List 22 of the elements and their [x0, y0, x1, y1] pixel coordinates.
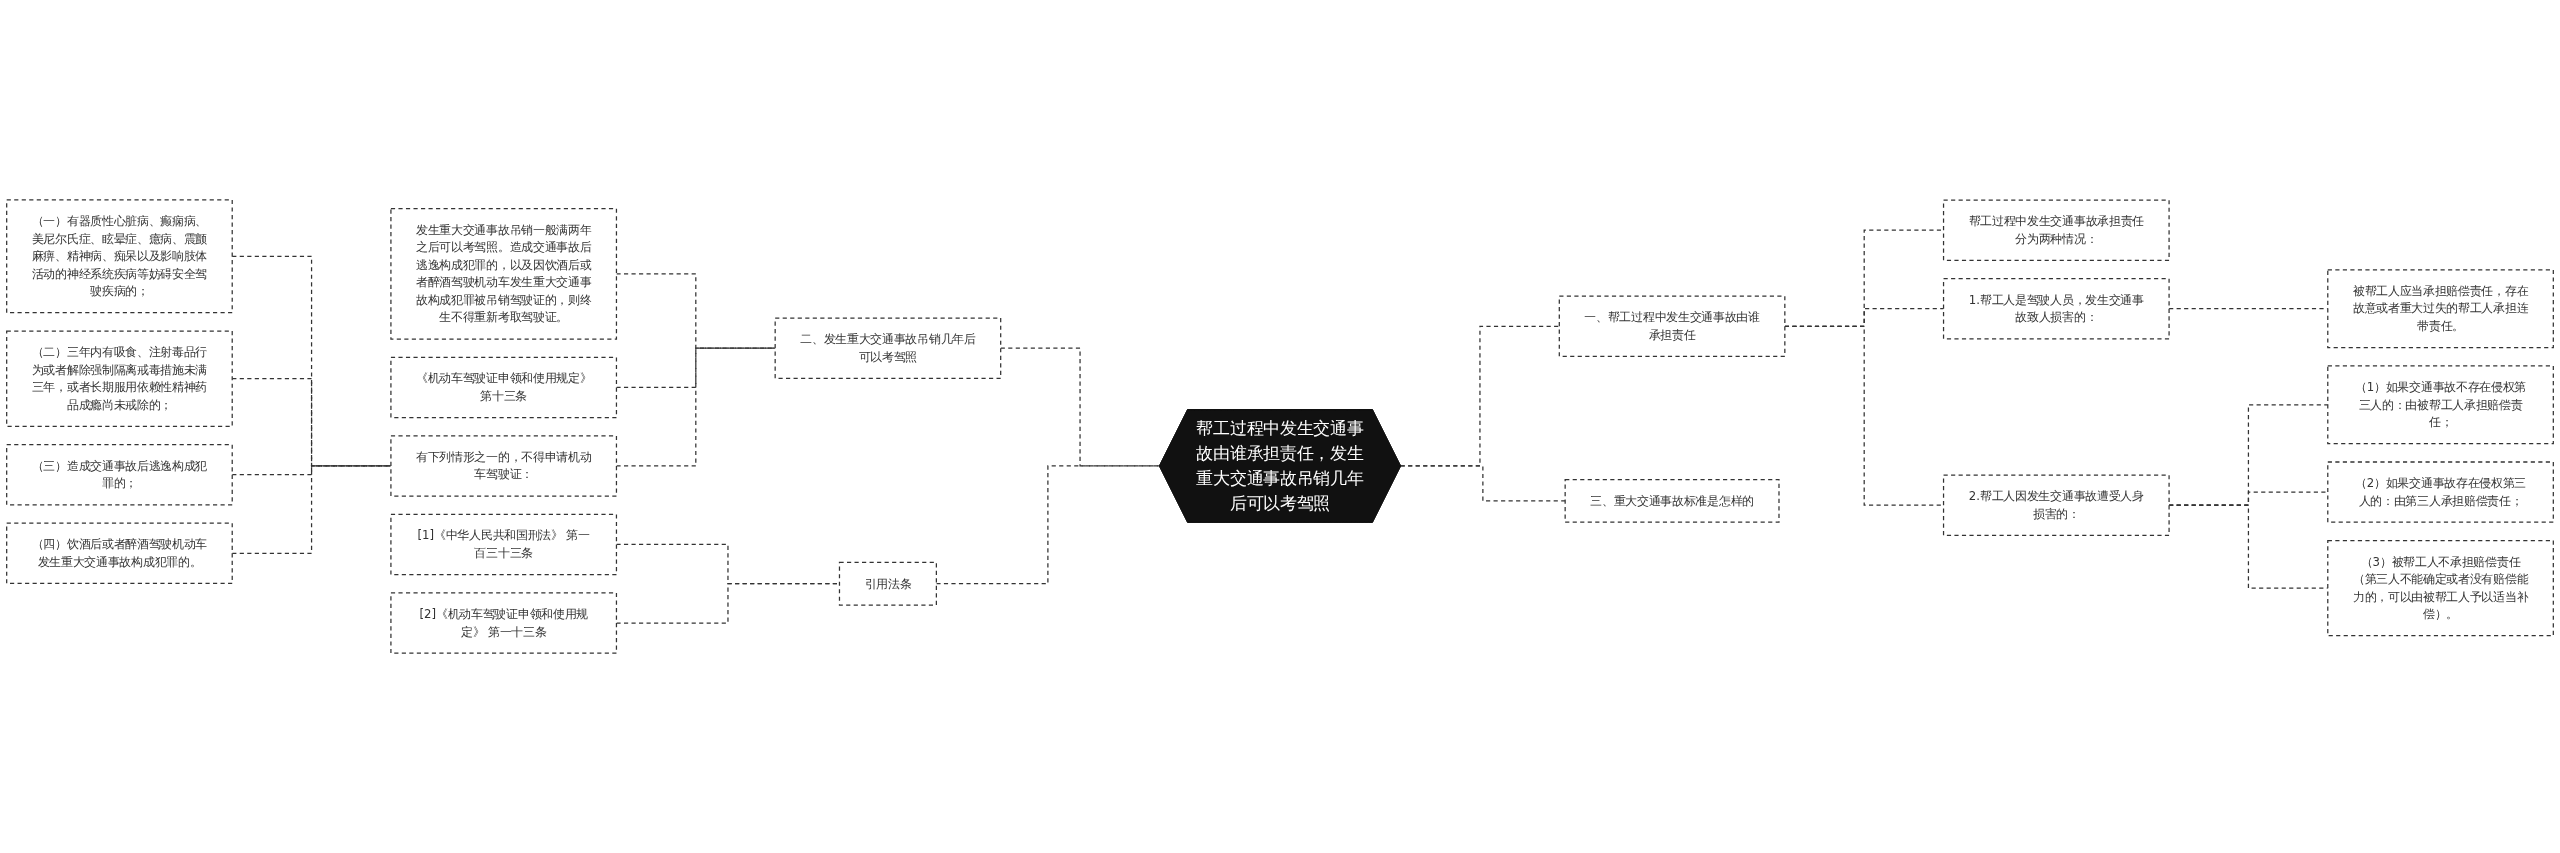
node-box: 被帮工人应当承担赔偿责任，存在故意或者重大过失的帮工人承担连带责任。 [2327, 269, 2554, 349]
node-box: 二、发生重大交通事故吊销几年后可以考驾照 [774, 317, 1002, 379]
node-box: 2.帮工人因发生交通事故遭受人身损害的： [1942, 474, 2170, 536]
node-box: 引用法条 [838, 561, 937, 606]
node-box: （1）如果交通事故不存在侵权第三人的：由被帮工人承担赔偿责任； [2327, 365, 2554, 445]
node-box: 有下列情形之一的，不得申请机动车驾驶证： [390, 435, 618, 497]
connector [1000, 347, 1161, 467]
node-box: 三、重大交通事故标准是怎样的 [1564, 478, 1780, 523]
node-box: 《机动车驾驶证申领和使用规定》第十三条 [390, 356, 618, 419]
node-box: 帮工过程中发生交通事故承担责任分为两种情况： [1942, 199, 2170, 261]
node-box: 1.帮工人是驾驶人员，发生交通事故致人损害的： [1942, 278, 2170, 340]
node-box: 发生重大交通事故吊销一般满两年之后可以考驾照。造成交通事故后逃逸构成犯罪的，以及因饮酒后或者醉酒驾驶机动车发生重大交通事故构成犯罪被吊销驾驶证的，则终生不得重新考取驾驶证。 [390, 208, 618, 340]
node-box: （二）三年内有吸食、注射毒品行为或者解除强制隔离戒毒措施未满三年，或者长期服用依赖性精神药品成瘾尚未戒除的； [6, 330, 233, 427]
node-box: [2]《机动车驾驶证申领和使用规定》 第一十三条 [390, 592, 618, 654]
node-box: [1]《中华人民共和国刑法》 第一百三十三条 [390, 513, 618, 576]
node-box: （3）被帮工人不承担赔偿责任（第三人不能确定或者没有赔偿能力的，可以由被帮工人予以适当补偿）。 [2327, 539, 2554, 637]
node-box: （一）有器质性心脏病、癫痫病、美尼尔氏症、眩晕症、癔病、震颤麻痹、精神病、痴呆以及影响肢体活动的神经系统疾病等妨碍安全驾驶疾病的； [6, 199, 233, 314]
node-box: 一、帮工过程中发生交通事故由谁承担责任 [1558, 295, 1786, 357]
node-box: （2）如果交通事故存在侵权第三人的：由第三人承担赔偿责任； [2327, 461, 2554, 523]
connector [1399, 465, 1566, 502]
node-box: （三）造成交通事故后逃逸构成犯罪的； [6, 444, 233, 506]
node-box: （四）饮酒后或者醉酒驾驶机动车发生重大交通事故构成犯罪的。 [6, 522, 233, 584]
